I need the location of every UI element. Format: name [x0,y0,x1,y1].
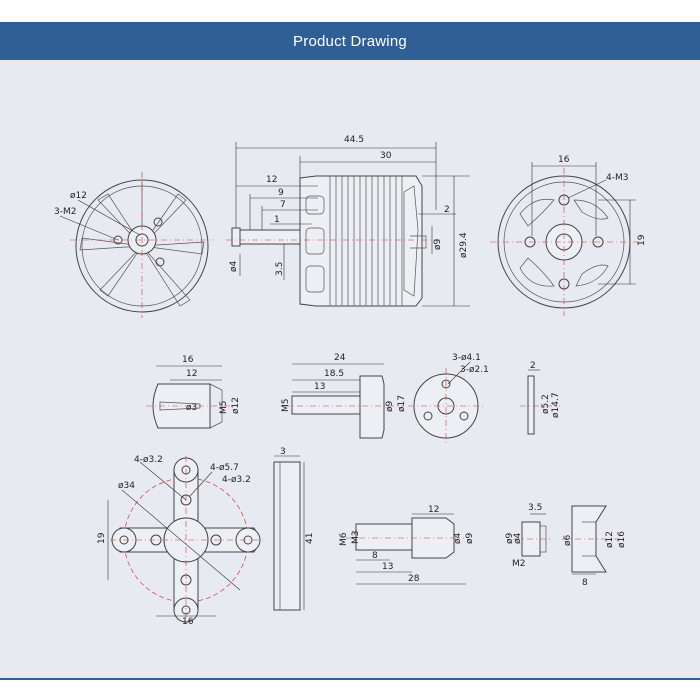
mount-label: 4-ø3.2 [134,455,163,465]
side-dim-label: ø9 [433,238,443,250]
collar-label: ø9 [505,532,515,544]
shaft-adapter-label: M6 [339,532,349,546]
mount-label: 4-ø3.2 [222,475,251,485]
nut-dim-label: ø3 [186,403,197,413]
shaft-adapter-label: 13 [382,562,393,572]
side-dim-label: 7 [280,200,286,210]
page-title: Product Drawing [293,32,407,50]
collar-label: 3.5 [528,503,542,513]
bell-nut-label: ø12 [605,531,615,548]
washer-label: 2 [530,361,536,371]
mount-side-label: 41 [305,533,315,544]
prop-adapter: 24 18.5 13 M5 ø9 ø17 [281,353,407,439]
back-dim-label: 19 [637,234,647,246]
front-dim-label: 3-M2 [54,207,76,217]
drawing-canvas [0,60,700,678]
collar: 3.5 ø9 ø4 M2 [505,503,552,569]
back-view: 16 4-M3 19 [490,155,647,316]
adapter-front: 3-ø4.1 3-ø2.1 [408,353,489,444]
adapter-dim-label: M5 [281,399,291,413]
side-dim-label: 30 [380,151,392,161]
adapter-dim-label: ø9 [385,400,395,412]
nut-dim-label: ø12 [231,397,241,414]
nut-dim-label: M5 [219,401,229,415]
washer-label: ø5.2 [541,394,551,414]
adapter-dim-label: ø17 [397,395,407,412]
shaft-adapter-label: ø9 [465,532,475,544]
bell-nut: ø6 ø12 ø16 8 [562,505,627,588]
adapter-dim-label: 13 [314,382,325,392]
nut-dim-label: 12 [186,369,197,379]
mount-label: 4-ø5.7 [210,463,239,473]
side-dim-label: ø29.4 [459,232,469,258]
side-dim-label: 44.5 [344,135,364,145]
nut-dim-label: 16 [182,355,194,365]
side-view: 44.5 30 12 9 7 1 2 ø9 ø29.4 ø4 3.5 [226,135,470,307]
adapter-front-label: 3-ø2.1 [460,365,489,375]
back-dim-label: 4-M3 [606,173,628,183]
mount-label: ø34 [118,481,135,491]
front-view: ø12 3-M2 [54,172,214,318]
top-margin [0,0,700,22]
collar-label: M2 [512,559,526,569]
side-dim-label: 2 [444,205,450,215]
collar-label: ø4 [513,532,523,544]
adapter-dim-label: 18.5 [324,369,344,379]
mount-label: 19 [97,532,107,544]
side-dim-label: 9 [278,188,284,198]
bell-nut-label: ø16 [617,531,627,548]
shaft-adapter: 12 M6 M3 ø4 ø9 8 13 28 [339,505,475,585]
shaft-adapter-label: M3 [351,531,361,545]
washer-label: ø14.7 [551,392,561,418]
front-dim-label: ø12 [70,191,87,201]
bell-nut-label: ø6 [563,534,573,546]
adapter-dim-label: 24 [334,353,346,363]
shaft-adapter-label: 8 [372,551,378,561]
side-dim-label: 3.5 [275,262,285,276]
prop-nut: 16 12 ø3 M5 ø12 [146,355,241,429]
mount-side: 3 41 [273,447,315,611]
side-dim-label: 12 [266,175,277,185]
back-dim-label: 16 [558,155,570,165]
mount-label: 16 [182,617,194,627]
washer: 2 ø5.2 ø14.7 [520,361,561,435]
adapter-front-label: 3-ø4.1 [452,353,481,363]
page-header: Product Drawing [0,22,700,60]
shaft-adapter-label: 12 [428,505,439,515]
shaft-adapter-label: 28 [408,574,420,584]
cross-mount: 4-ø3.2 4-ø5.7 4-ø3.2 ø34 19 16 [97,455,264,627]
bell-nut-label: 8 [582,578,588,588]
footer-bar [0,678,700,700]
side-dim-label: ø4 [229,260,239,272]
mount-side-label: 3 [280,447,286,457]
shaft-adapter-label: ø4 [453,532,463,544]
side-dim-label: 1 [274,215,280,225]
